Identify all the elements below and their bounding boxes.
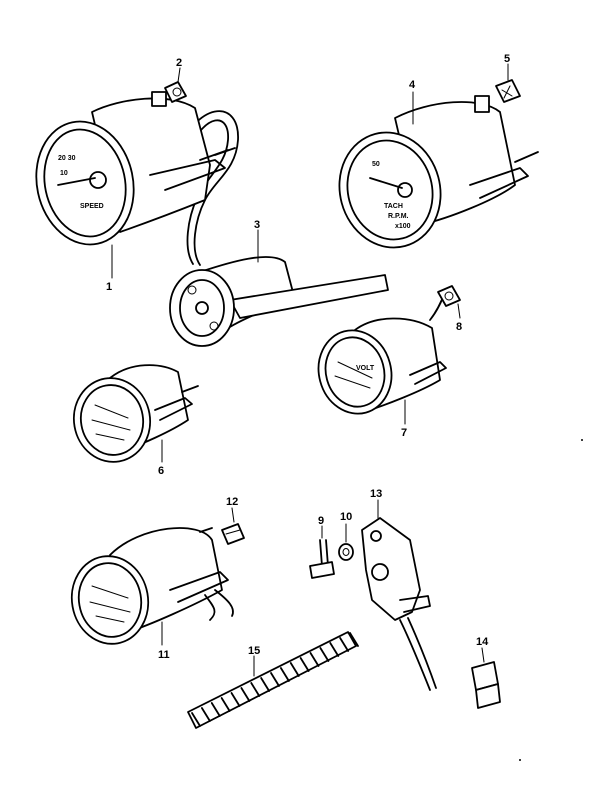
spiral-coil xyxy=(279,667,290,682)
tach-rpm-label: R.P.M. xyxy=(388,213,409,220)
tach-value-label: 50 xyxy=(372,161,380,168)
callout-labels: 1 2 3 4 5 6 7 8 9 10 11 12 13 14 15 xyxy=(106,53,510,661)
svg-text:20 30: 20 30 xyxy=(58,155,76,162)
svg-text:10: 10 xyxy=(60,170,68,177)
tachometer: 50 TACH R.P.M. x100 xyxy=(338,91,539,249)
bulb-socket-8 xyxy=(437,285,461,319)
spiral-coil xyxy=(319,647,330,662)
spiral-coil xyxy=(220,697,231,712)
callout-11: 11 xyxy=(158,649,170,661)
callout-9: 9 xyxy=(318,515,324,527)
bulb-socket-12 xyxy=(221,507,245,545)
speedo-dial-label: SPEED xyxy=(80,203,104,210)
callout-12: 12 xyxy=(226,496,238,508)
spiral-coil xyxy=(230,692,241,707)
spiral-coil xyxy=(240,687,251,702)
volt-dial-label: VOLT xyxy=(356,365,375,372)
tach-x100-label: x100 xyxy=(395,223,411,230)
sender-13 xyxy=(361,499,437,691)
callout-10: 10 xyxy=(340,511,352,523)
spiral-coil xyxy=(339,637,350,652)
bulb-socket-5 xyxy=(495,63,521,103)
spiral-coil xyxy=(349,632,359,647)
callout-13: 13 xyxy=(370,488,382,500)
callout-14: 14 xyxy=(476,636,489,648)
spiral-coil xyxy=(299,657,310,672)
gauge-11 xyxy=(70,527,234,646)
control-lever xyxy=(169,229,389,347)
speedometer: SPEED 20 30 10 xyxy=(35,91,239,279)
callout-6: 6 xyxy=(158,465,164,477)
callout-8: 8 xyxy=(456,321,462,333)
spiral-coil xyxy=(200,707,211,722)
washer-10 xyxy=(338,523,354,561)
callout-2: 2 xyxy=(176,57,182,69)
small-gauge-6 xyxy=(72,364,199,463)
spiral-wrap-15 xyxy=(187,631,359,729)
spiral-coil xyxy=(309,652,320,667)
spiral-coil xyxy=(210,702,221,717)
voltmeter-7: VOLT xyxy=(317,291,447,425)
callout-4: 4 xyxy=(409,79,416,91)
spiral-coil xyxy=(270,672,280,687)
bolt-9 xyxy=(309,525,335,579)
spiral-coil xyxy=(329,642,340,657)
spiral-coil xyxy=(260,677,271,692)
callout-15: 15 xyxy=(248,645,260,657)
tach-dial-label: TACH xyxy=(384,203,403,210)
spiral-coil xyxy=(191,712,201,727)
callout-1: 1 xyxy=(106,281,112,293)
clip-14 xyxy=(471,647,501,709)
callout-3: 3 xyxy=(254,219,260,231)
spiral-coil xyxy=(250,682,261,697)
callout-5: 5 xyxy=(504,53,510,65)
callout-7: 7 xyxy=(401,427,407,439)
spiral-coil xyxy=(289,662,300,677)
bulb-socket-2 xyxy=(164,67,187,103)
